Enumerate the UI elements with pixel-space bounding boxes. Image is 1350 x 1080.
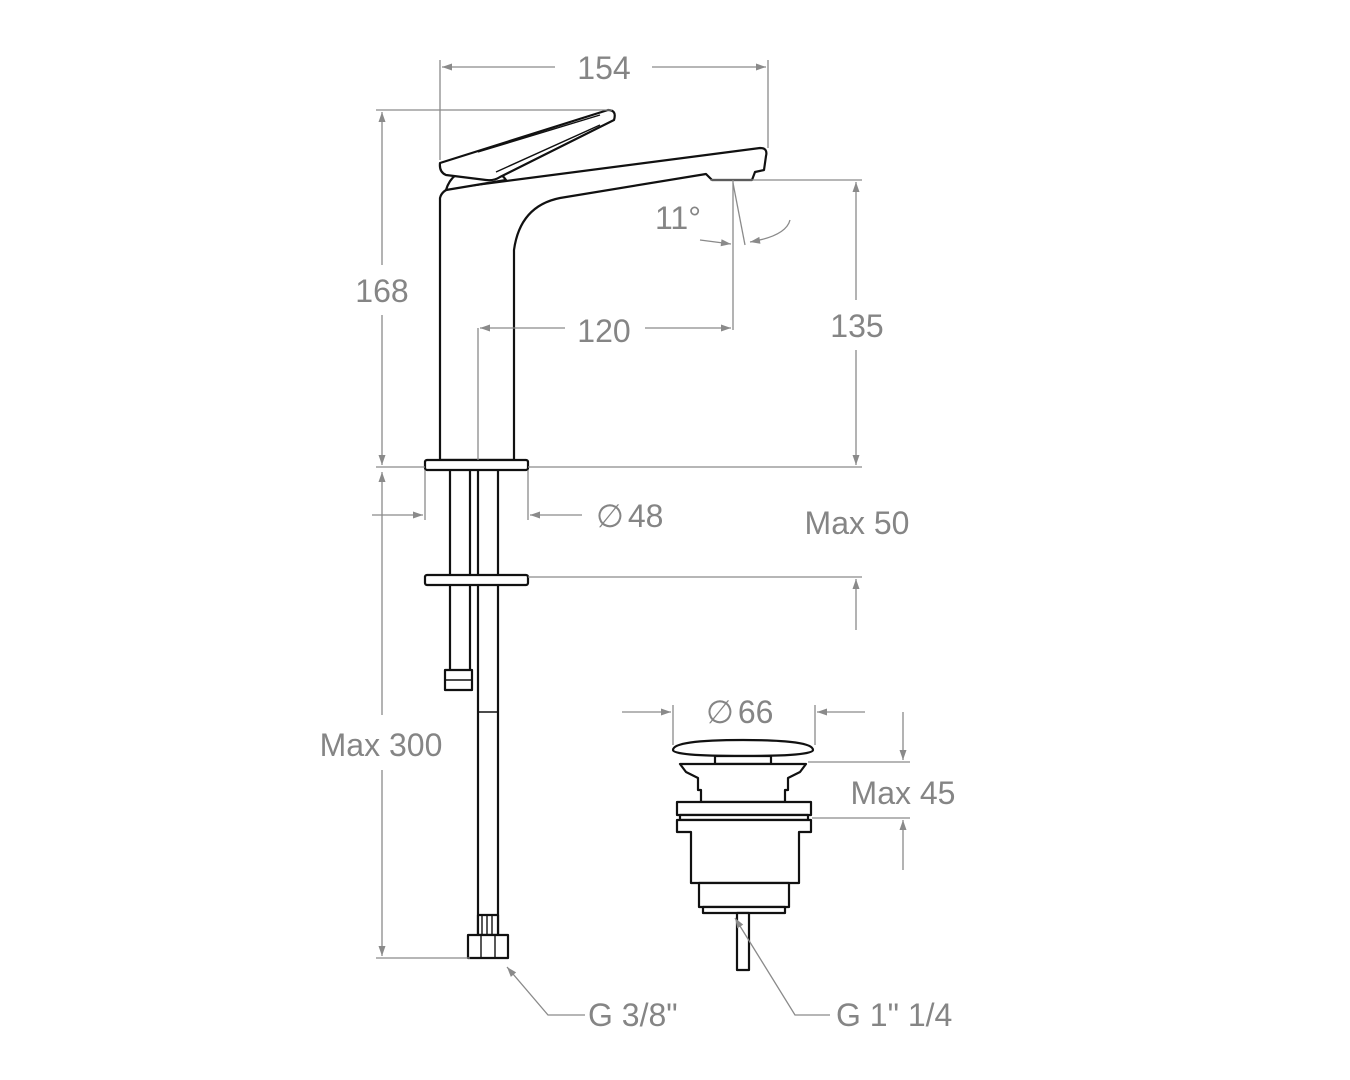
faucet-drawing [423, 108, 768, 960]
dim-168-label: 168 [355, 273, 408, 309]
dimension-lines [372, 60, 910, 1016]
dim-48-label: ∅48 [596, 498, 663, 534]
drain-thread-label: G 1" 1/4 [836, 997, 952, 1033]
dim-max50-label: Max 50 [805, 505, 910, 541]
hose-nut [466, 933, 510, 960]
dim-120-label: 120 [577, 313, 630, 349]
faucet-body [438, 146, 768, 462]
diameter-symbol-icon: ∅ [706, 694, 734, 730]
drain-drawing [671, 738, 815, 972]
base-plate [423, 458, 530, 472]
dim-max45-label: Max 45 [851, 775, 956, 811]
dim-135-label: 135 [830, 308, 883, 344]
drain-rod [735, 911, 751, 972]
drain-flange [678, 762, 808, 804]
dim-angle-label: 11° [655, 200, 701, 236]
fixing-washer [423, 573, 530, 587]
dim-max300-label: Max 300 [320, 727, 443, 763]
drain-body [675, 818, 813, 885]
lever-handle [438, 108, 616, 182]
dim-154-label: 154 [577, 50, 630, 86]
hose-crimp [476, 913, 500, 937]
dim-66-label: ∅66 [706, 694, 773, 730]
inlet-thread-label: G 3/8" [588, 997, 678, 1033]
drain-cap [671, 738, 815, 758]
diameter-symbol-icon: ∅ [596, 498, 624, 534]
